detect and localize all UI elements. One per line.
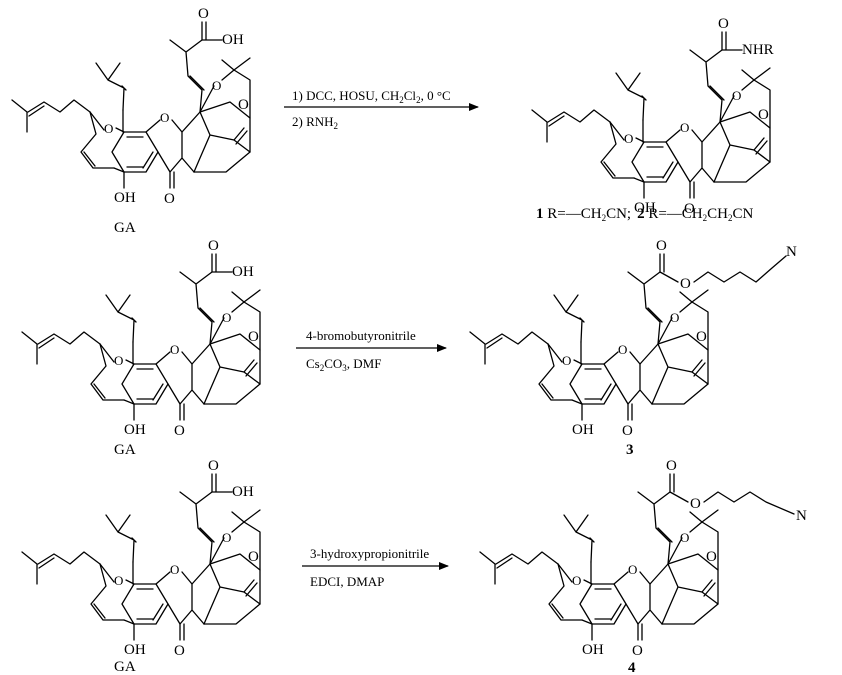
phenol-oh-group: OH — [124, 642, 146, 658]
reactant-ga-1: O OH O O OH GA — [11, 6, 251, 236]
product-3: O O N O O OH 3 — [469, 238, 797, 458]
reactant-label: GA — [114, 442, 136, 458]
ketone-bottom-o-atom: O — [632, 643, 643, 659]
phenol-oh-group: OH — [124, 422, 146, 438]
product-4: O O N O O OH 4 — [479, 458, 807, 675]
reaction-arrow-3: 3-hydroxypropionitrile EDCI, DMAP — [302, 546, 449, 589]
phenol-oh-group: OH — [582, 642, 604, 658]
nitrile-n-atom: N — [796, 508, 807, 524]
ketone-o-atom: O — [238, 97, 249, 113]
acid-oh-group: OH — [222, 32, 244, 48]
product-label-3: 3 — [626, 442, 634, 458]
ester-o-atom: O — [680, 276, 691, 292]
ketone-o-atom: O — [706, 549, 717, 565]
ester-carbonyl-o-atom: O — [666, 458, 677, 474]
reactant-ga-2: O OH O O OH GA — [21, 238, 261, 458]
phenol-oh-group: OH — [634, 200, 656, 216]
amide-o-atom: O — [718, 16, 729, 32]
product-label-4: 4 — [628, 660, 636, 675]
phenol-oh-group: OH — [572, 422, 594, 438]
ketone-bottom-o-atom: O — [622, 423, 633, 439]
condition-line-2: 2) RNH2 — [292, 114, 338, 131]
acid-o-atom: O — [208, 458, 219, 474]
reactant-label: GA — [114, 659, 136, 675]
condition-line-1: 3-hydroxypropionitrile — [310, 546, 429, 561]
acid-oh-group: OH — [232, 484, 254, 500]
product-caption-1-2: 1 R=—CH2CN;2 R=—CH2CH2CN — [536, 206, 753, 223]
ketone-o-atom: O — [758, 107, 769, 123]
ester-carbonyl-o-atom: O — [656, 238, 667, 254]
ketone-o-atom: O — [248, 329, 259, 345]
ketone-bottom-o-atom: O — [174, 643, 185, 659]
condition-line-2: EDCI, DMAP — [310, 574, 384, 589]
ester-o-atom: O — [690, 496, 701, 512]
product-1-2: O NHR O O OH — [531, 16, 774, 217]
ketone-bottom-o-atom: O — [174, 423, 185, 439]
ketone-o-atom: O — [696, 329, 707, 345]
ketone-bottom-o-atom: O — [164, 191, 175, 207]
condition-line-2: Cs2CO3, DMF — [306, 356, 381, 373]
condition-line-1: 4-bromobutyronitrile — [306, 328, 416, 343]
condition-line-1: 1) DCC, HOSU, CH2Cl2, 0 °C — [292, 88, 451, 105]
reactant-label: GA — [114, 220, 136, 236]
reactant-ga-3: O OH O O OH GA — [21, 458, 261, 675]
ketone-bottom-o-atom: O — [684, 201, 695, 217]
acid-o-atom: O — [208, 238, 219, 254]
nitrile-n-atom: N — [786, 244, 797, 260]
reaction-1: O OH O O OH GA 1) DCC, HOSU, CH2Cl2, 0 °… — [11, 6, 774, 236]
reaction-arrow-1: 1) DCC, HOSU, CH2Cl2, 0 °C 2) RNH2 — [284, 88, 479, 131]
reaction-arrow-2: 4-bromobutyronitrile Cs2CO3, DMF — [296, 328, 447, 373]
ketone-o-atom: O — [248, 549, 259, 565]
acid-oh-group: OH — [232, 264, 254, 280]
acid-o-atom: O — [198, 6, 209, 22]
phenol-oh-group: OH — [114, 190, 136, 206]
reaction-2: O OH O O OH GA 4-bromobutyronitrile Cs2C… — [21, 238, 797, 458]
reaction-3: O OH O O OH GA 3-hydroxypropionitrile ED… — [21, 458, 807, 675]
amide-nhr-group: NHR — [742, 42, 774, 58]
